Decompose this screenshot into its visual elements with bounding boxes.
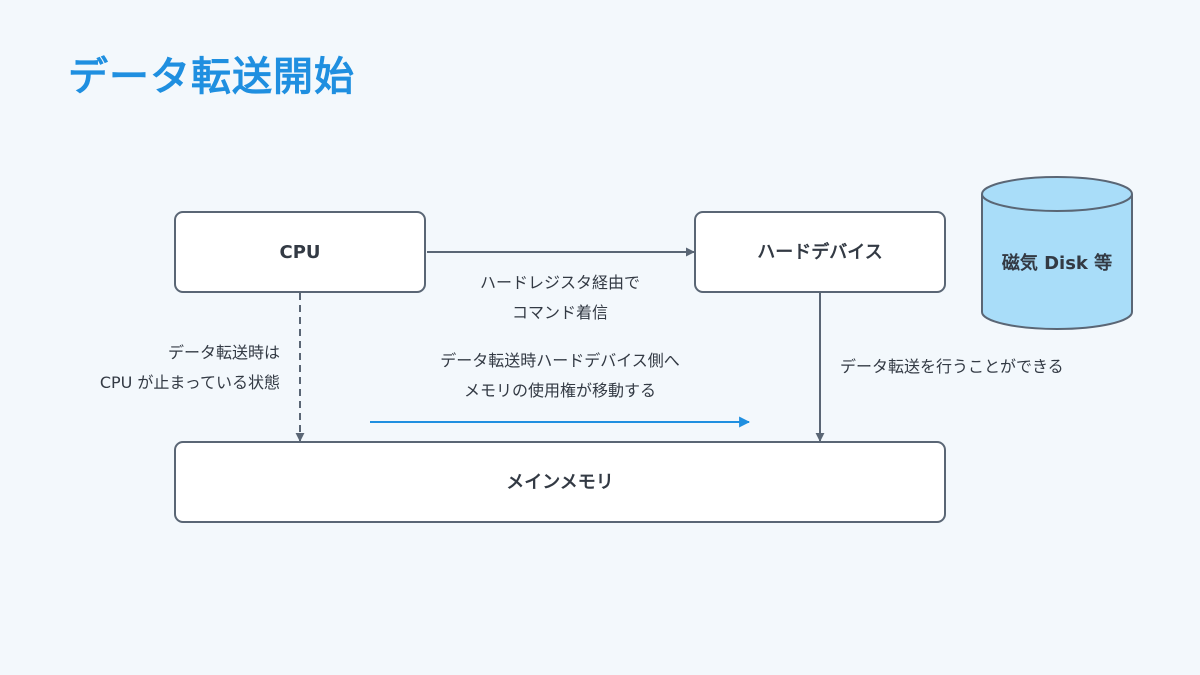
disk-node: 磁気 Disk 等: [981, 176, 1133, 330]
cpu-halt-label-line1: データ転送時は: [168, 343, 280, 362]
page-title: データ転送開始: [68, 54, 355, 100]
main-memory-node: メインメモリ: [174, 441, 946, 523]
cpu-to-device-label-line1: ハードレジスタ経由で: [480, 273, 640, 292]
disk-label: 磁気 Disk 等: [1002, 252, 1112, 274]
ownership-label-line2: メモリの使用権が移動する: [464, 381, 656, 400]
ownership-label-line1: データ転送時ハードデバイス側へ: [440, 351, 680, 370]
hard-device-label: ハードデバイス: [757, 241, 882, 263]
cpu-to-device-label-line2: コマンド着信: [512, 303, 608, 322]
device-transfer-label: データ転送を行うことができる: [840, 357, 1064, 376]
main-memory-label: メインメモリ: [506, 472, 613, 493]
cpu-halt-label-line2: CPU が止まっている状態: [100, 373, 280, 392]
hard-device-node: ハードデバイス: [694, 211, 946, 293]
cpu-label: CPU: [279, 242, 320, 263]
cpu-node: CPU: [174, 211, 426, 293]
